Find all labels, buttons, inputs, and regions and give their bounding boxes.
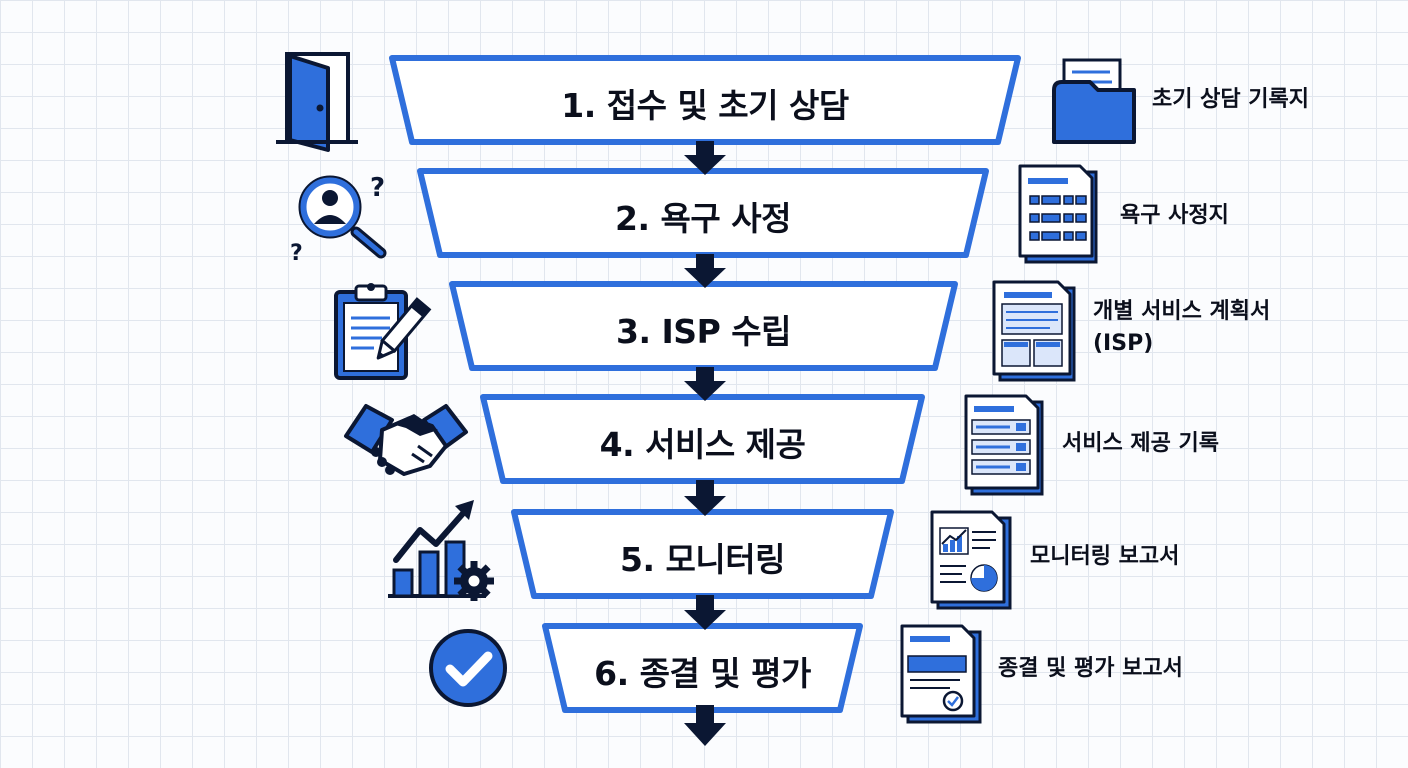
down-arrow-icon — [684, 141, 726, 175]
funnel-stage-1-shape — [389, 55, 1021, 145]
door-icon — [276, 52, 358, 152]
funnel-stage-3-shape — [449, 281, 958, 371]
folder-document-icon — [1052, 58, 1136, 144]
down-arrow-icon — [684, 595, 726, 630]
svg-text:?: ? — [290, 241, 303, 266]
funnel-stage-2-shape — [417, 168, 989, 258]
report-document-icon — [930, 510, 1012, 610]
funnel-stage-4-shape — [480, 394, 925, 484]
svg-text:?: ? — [370, 173, 385, 203]
down-arrow-icon — [684, 480, 726, 516]
funnel-stage-6-shape — [542, 623, 863, 713]
form-document-icon — [1018, 164, 1098, 264]
funnel-stage-5-shape — [511, 509, 894, 599]
checkmark-circle-icon — [429, 629, 507, 707]
magnifier-person-icon: ? ? — [290, 173, 387, 266]
handshake-icon — [344, 404, 468, 476]
evaluation-document-icon — [900, 624, 982, 724]
down-arrow-icon — [684, 367, 726, 401]
growth-chart-gear-icon — [388, 500, 494, 601]
clipboard-pencil-icon — [334, 283, 432, 380]
down-arrow-icon — [684, 705, 726, 746]
plan-document-icon — [992, 280, 1076, 382]
record-document-icon — [964, 394, 1044, 496]
down-arrow-icon — [684, 254, 726, 288]
